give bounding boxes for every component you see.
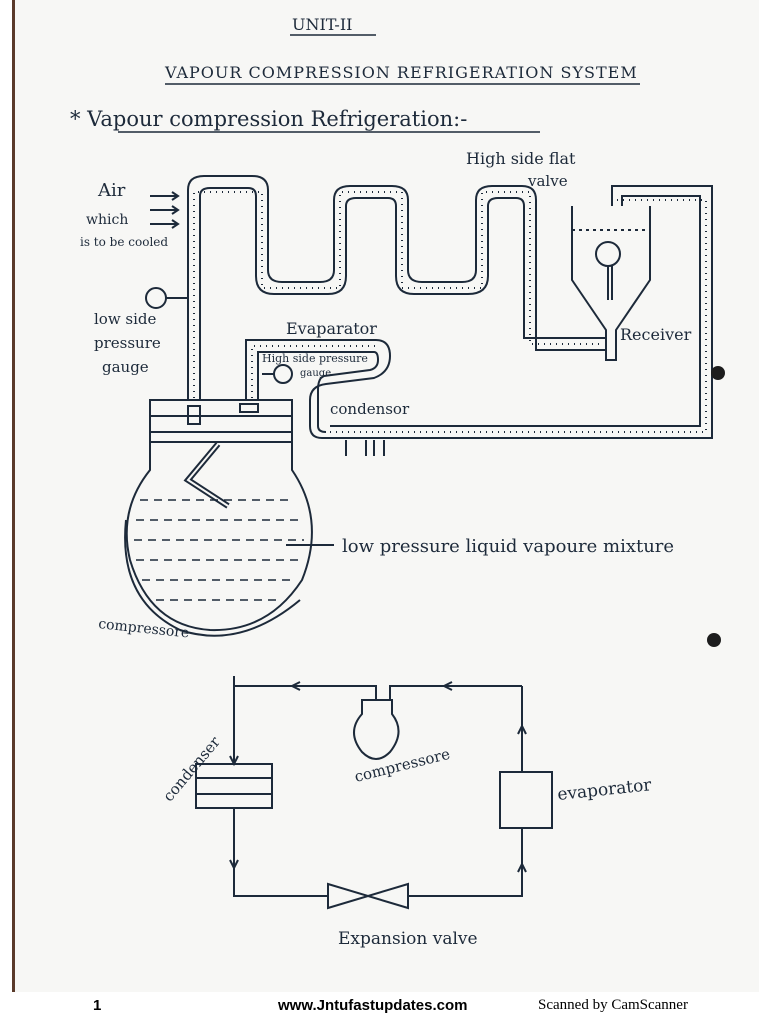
label-high-side-gauge-2: gauge bbox=[300, 368, 331, 379]
scanner-watermark: Scanned by CamScanner bbox=[538, 997, 688, 1013]
refrigeration-apparatus-diagram bbox=[124, 175, 713, 637]
label-valve: valve bbox=[527, 172, 568, 190]
label-low-side-3: gauge bbox=[102, 358, 149, 376]
section-heading: * Vapour compression Refrigeration:- bbox=[70, 107, 467, 131]
label-low-side-1: low side bbox=[94, 310, 157, 328]
label-low-side-2: pressure bbox=[94, 334, 161, 352]
label-evaporator-2: evaporator bbox=[556, 775, 653, 805]
label-air-1: Air bbox=[97, 180, 126, 201]
page-footer: 1 www.Jntufastupdates.com Scanned by Cam… bbox=[0, 992, 768, 1024]
unit-label: UNIT-II bbox=[292, 15, 352, 34]
label-high-side-flat: High side flat bbox=[466, 149, 576, 168]
notebook-page bbox=[12, 0, 759, 992]
label-compressor-2: compressore bbox=[353, 745, 452, 786]
website-link[interactable]: www.Jntufastupdates.com bbox=[278, 997, 468, 1014]
label-evaporator: Evaparator bbox=[286, 319, 377, 338]
label-air-3: is to be cooled bbox=[80, 235, 168, 249]
label-compressor: compressore bbox=[98, 616, 190, 641]
label-mixture: low pressure liquid vapoure mixture bbox=[342, 536, 674, 557]
label-condensor: condensor bbox=[330, 400, 410, 418]
label-air-2: which bbox=[86, 212, 128, 228]
label-receiver: Receiver bbox=[620, 325, 692, 344]
label-expansion-valve: Expansion valve bbox=[338, 929, 478, 949]
page-number: 1 bbox=[93, 997, 102, 1014]
punch-hole bbox=[711, 366, 725, 380]
label-high-side-gauge-1: High side pressure bbox=[262, 352, 368, 365]
page-title: VAPOUR COMPRESSION REFRIGERATION SYSTEM bbox=[164, 63, 638, 82]
refrigeration-cycle-diagram bbox=[195, 676, 553, 910]
punch-hole bbox=[707, 633, 721, 647]
handwritten-notes: UNIT-II VAPOUR COMPRESSION REFRIGERATION… bbox=[70, 15, 725, 949]
